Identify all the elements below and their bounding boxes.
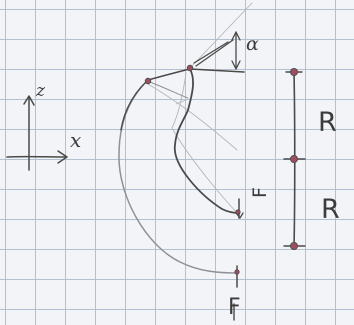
angle-leg-upper — [195, 39, 234, 67]
inner-load-arrowhead — [235, 212, 244, 219]
load-outer: F — [228, 265, 241, 321]
angle-arrow-bottom — [231, 60, 241, 70]
inner-load-node — [235, 209, 241, 215]
angle-indicator: α — [193, 31, 259, 70]
apex-node-right — [186, 64, 194, 72]
top-right-tangent-line — [189, 68, 245, 73]
construction-lines — [147, 2, 253, 215]
load-inner: F — [235, 187, 271, 219]
apex-diagonal-stroke — [149, 81, 189, 99]
outer-load-label: F — [228, 295, 241, 320]
x-axis-arrowhead — [57, 150, 68, 164]
dimension-node-middle — [289, 154, 298, 163]
z-axis-arrowhead — [23, 95, 35, 106]
arc-construction-line — [171, 127, 239, 215]
apex-node-left — [144, 77, 152, 85]
x-axis-label: x — [70, 128, 81, 152]
angle-alpha-label: α — [246, 33, 259, 55]
outer-curve-upper-segment — [120, 80, 148, 131]
outer-load-node — [234, 269, 240, 275]
inner-curved-bar — [174, 68, 240, 214]
radius-construction-line — [147, 83, 238, 151]
angle-arrow-top — [231, 31, 241, 41]
coordinate-axes: x z — [6, 81, 81, 171]
top-member — [147, 68, 191, 81]
z-axis-label: z — [35, 81, 46, 101]
dimension-label-lower-r: R — [321, 194, 340, 225]
dimension-label-upper-r: R — [318, 107, 337, 138]
dimension-node-bottom — [289, 241, 298, 250]
angle-leg-upper-double — [193, 41, 229, 64]
small-tick-line — [175, 99, 187, 105]
inner-construction-line — [171, 72, 187, 129]
node-markers — [144, 64, 298, 275]
dimension-node-top — [289, 68, 298, 77]
tangent-reference-line — [189, 2, 253, 69]
inner-load-label: F — [249, 187, 271, 198]
curved-frame — [118, 68, 245, 274]
